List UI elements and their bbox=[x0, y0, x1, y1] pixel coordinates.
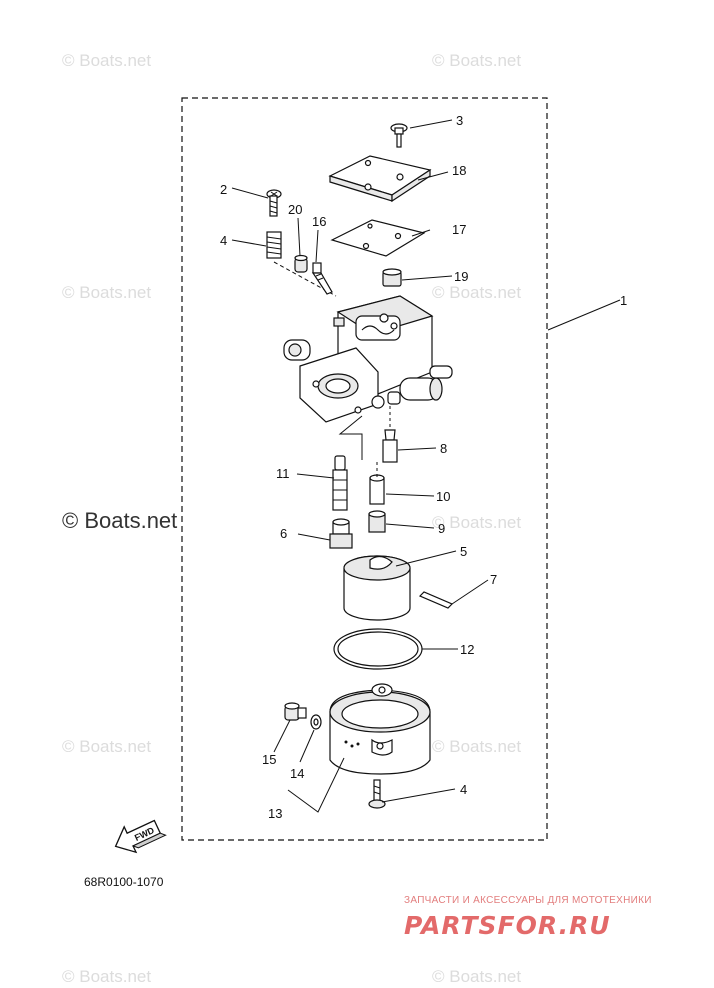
watermark: © Boats.net bbox=[62, 51, 151, 70]
callout-17: 17 bbox=[452, 222, 466, 237]
callout-19: 19 bbox=[454, 269, 468, 284]
callout-18: 18 bbox=[452, 163, 466, 178]
callout-13: 13 bbox=[268, 806, 282, 821]
callout-2: 2 bbox=[220, 182, 227, 197]
callout-8: 8 bbox=[440, 441, 447, 456]
watermark: © Boats.net bbox=[432, 513, 521, 532]
screw-top bbox=[390, 123, 408, 148]
float-pin bbox=[418, 591, 454, 609]
callout-14: 14 bbox=[290, 766, 304, 781]
callout-16: 16 bbox=[312, 214, 326, 229]
callout-5: 5 bbox=[460, 544, 467, 559]
brand-logo: ЗАПЧАСТИ И АКСЕССУАРЫ ДЛЯ МОТОТЕХНИКИ PA… bbox=[404, 895, 652, 940]
callout-20: 20 bbox=[288, 202, 302, 217]
o-ring bbox=[333, 628, 423, 670]
screw-left bbox=[266, 189, 282, 217]
drain-screw bbox=[284, 702, 307, 721]
diagram-code: 68R0100-1070 bbox=[84, 875, 164, 889]
brand-tagline: ЗАПЧАСТИ И АКСЕССУАРЫ ДЛЯ МОТОТЕХНИКИ bbox=[404, 895, 652, 906]
callout-9: 9 bbox=[438, 521, 445, 536]
watermark: © Boats.net bbox=[432, 737, 521, 756]
gasket bbox=[330, 219, 426, 257]
main-nozzle bbox=[332, 415, 363, 511]
callout-12: 12 bbox=[460, 642, 474, 657]
callout-7: 7 bbox=[490, 572, 497, 587]
brand-name: PARTSFOR.RU bbox=[404, 911, 611, 940]
fwd-arrow-icon: FWD bbox=[114, 819, 167, 854]
watermark-layer: © Boats.net © Boats.net © Boats.net © Bo… bbox=[62, 51, 521, 986]
jet-holder bbox=[329, 518, 353, 549]
callout-3: 4 bbox=[220, 233, 227, 248]
callout-4-bottom: 4 bbox=[460, 782, 467, 797]
pilot-screw bbox=[311, 262, 333, 295]
watermark: © Boats.net bbox=[62, 283, 151, 302]
callout-10: 10 bbox=[436, 489, 450, 504]
callout-labels: 1 2 4 3 4 5 6 7 8 9 10 11 12 13 14 15 16… bbox=[220, 113, 627, 821]
watermark: © Boats.net bbox=[62, 967, 151, 986]
screw-bottom bbox=[368, 779, 386, 809]
watermark: © Boats.net bbox=[62, 737, 151, 756]
plug bbox=[382, 268, 402, 287]
watermark: © Boats.net bbox=[432, 283, 521, 302]
assembly-boundary bbox=[181, 97, 548, 841]
leader-lines bbox=[231, 119, 621, 813]
float bbox=[343, 555, 411, 621]
float-valve bbox=[382, 406, 398, 463]
pilot-jet bbox=[369, 462, 385, 505]
callout-4-top: 3 bbox=[456, 113, 463, 128]
watermark: © Boats.net bbox=[432, 967, 521, 986]
cover-plate bbox=[328, 155, 432, 203]
watermark-large: © Boats.net bbox=[62, 508, 177, 533]
carburetor-body bbox=[283, 295, 453, 423]
callout-15: 15 bbox=[262, 752, 276, 767]
callout-1: 1 bbox=[620, 293, 627, 308]
drain-washer bbox=[310, 714, 322, 730]
watermark: © Boats.net bbox=[432, 51, 521, 70]
seal bbox=[294, 254, 308, 273]
main-jet bbox=[368, 510, 386, 533]
callout-11: 11 bbox=[276, 466, 290, 481]
float-bowl bbox=[329, 683, 431, 775]
callout-6: 6 bbox=[280, 526, 287, 541]
